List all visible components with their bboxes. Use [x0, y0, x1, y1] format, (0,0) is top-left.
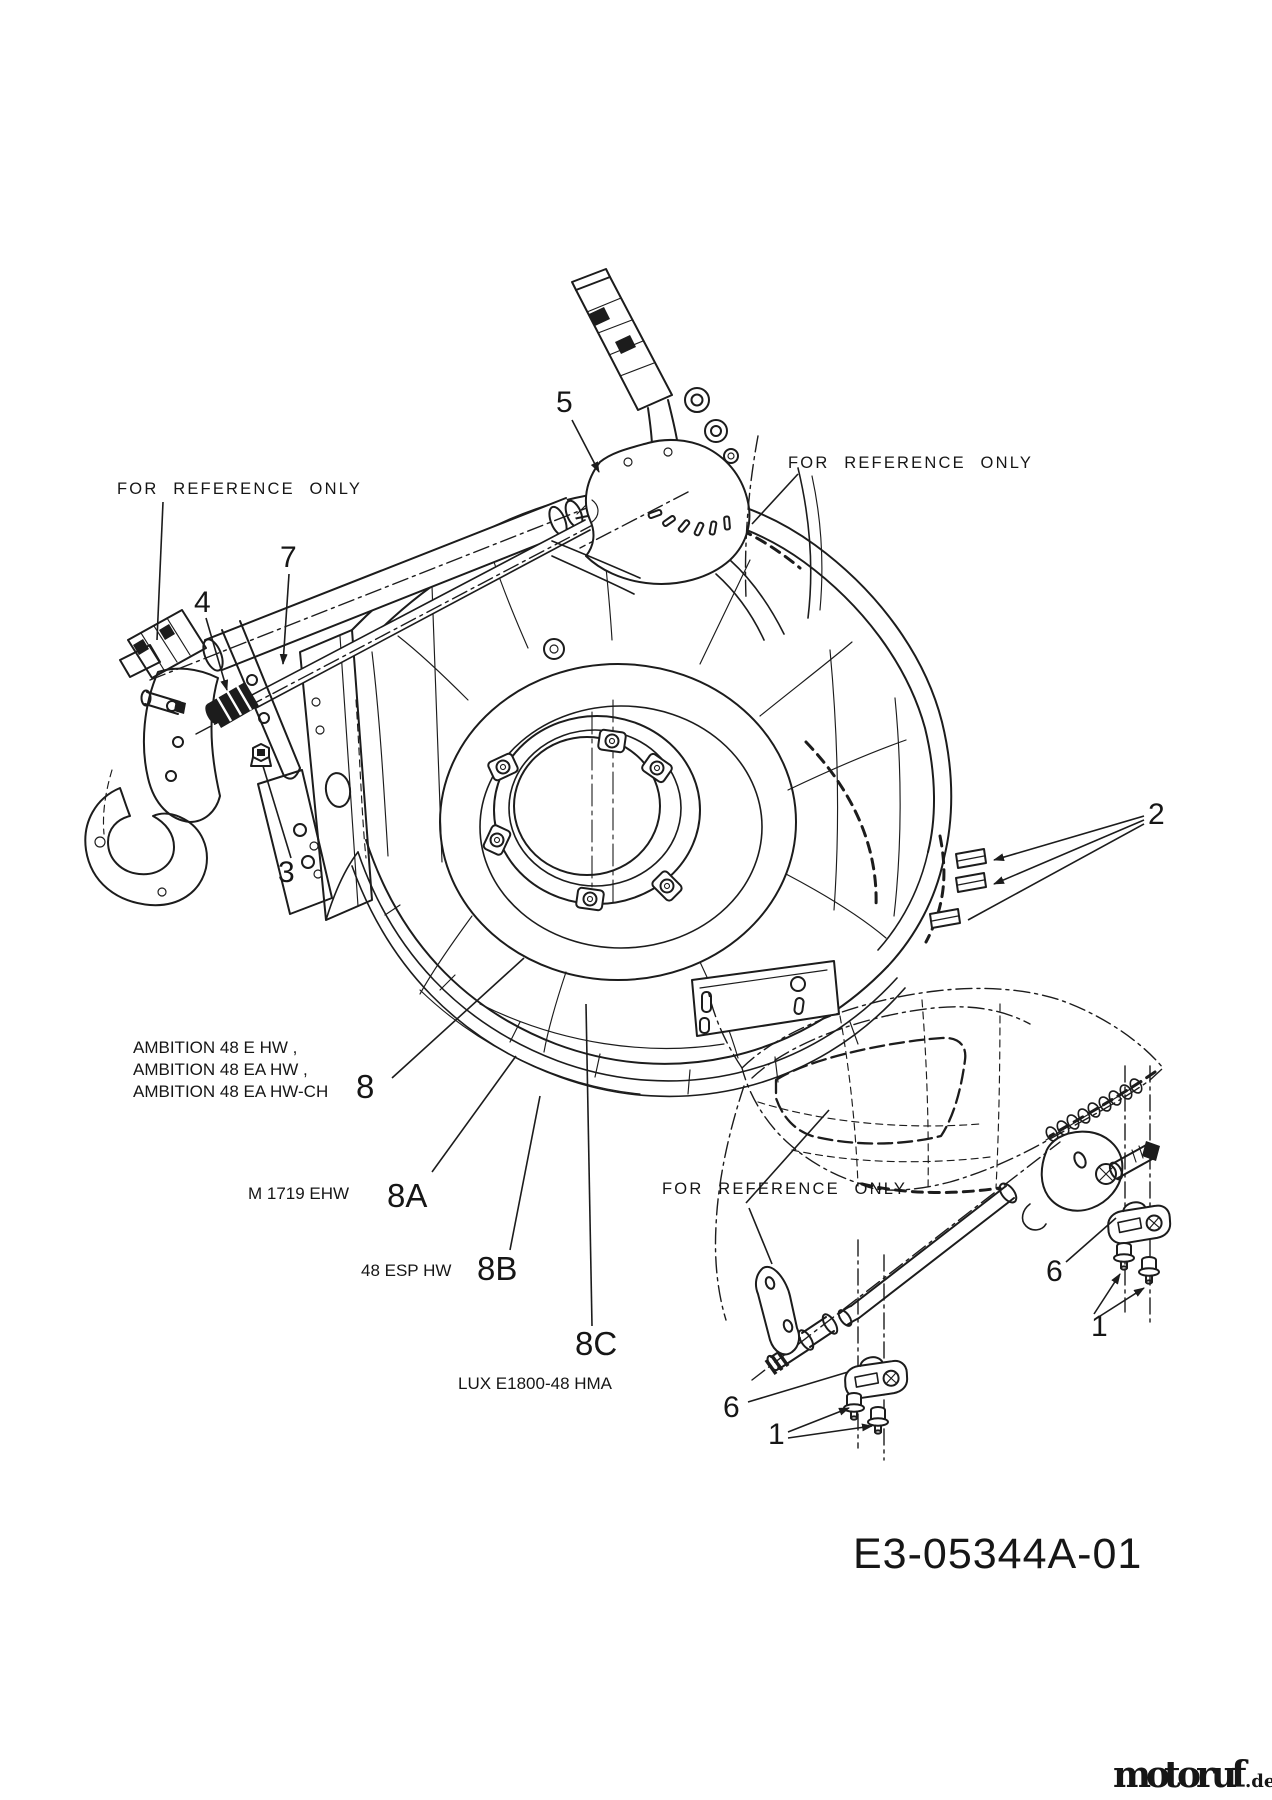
logo-letter-t: t [1164, 1754, 1181, 1796]
clamp-bracket-right [1105, 1198, 1173, 1246]
figure-code: E3-05344A-01 [853, 1530, 1142, 1578]
logo-letter-m: m [1113, 1754, 1151, 1796]
leader-1-right-a [1093, 1273, 1121, 1315]
reference-note-bottom: FOR REFERENCE ONLY [662, 1180, 907, 1198]
leader-1-left-a [787, 1407, 850, 1433]
part-label-7: 7 [280, 541, 297, 574]
leader-2b [993, 819, 1145, 885]
reference-note-left: FOR REFERENCE ONLY [117, 480, 362, 498]
skirt-mount-plate [691, 960, 840, 1037]
leader-2a [993, 815, 1145, 862]
screw-right-2 [1138, 1256, 1160, 1285]
torsion-rod [195, 507, 626, 735]
screw-left-2 [867, 1406, 889, 1435]
leader-ref-bottom-down [748, 1207, 773, 1265]
logo-letter-o1: o [1146, 1754, 1170, 1796]
leader-2c [967, 823, 1145, 921]
leader-8 [391, 957, 525, 1079]
model-lux: LUX E1800-48 HMA [458, 1374, 613, 1393]
leader-5 [571, 419, 600, 473]
part-label-6-right: 6 [1046, 1255, 1063, 1288]
model-ambition-line-3: AMBITION 48 EA HW-CH [133, 1082, 328, 1101]
logo-letter-f: f [1231, 1754, 1249, 1796]
part-label-6-left: 6 [723, 1391, 740, 1424]
deck-side-tabs [929, 848, 987, 929]
side-tab-middle [955, 872, 987, 893]
part-label-8c: 8C [575, 1325, 617, 1362]
motoruf-logo[interactable]: m o t o r u f .de [1113, 1754, 1272, 1796]
part-label-3: 3 [278, 856, 295, 889]
model-ambition-line-2: AMBITION 48 EA HW , [133, 1060, 308, 1079]
part-label-8: 8 [356, 1068, 374, 1105]
pivot-pin [1108, 1141, 1160, 1181]
mower-deck-housing [299, 489, 953, 1098]
flange-nut-part-3 [250, 743, 272, 767]
leader-6-left [747, 1371, 849, 1403]
part-number-labels: 5 7 4 3 2 8 8A 8B 8C 6 1 6 1 [194, 386, 1165, 1451]
reference-notes: FOR REFERENCE ONLY FOR REFERENCE ONLY FO… [117, 454, 1033, 1198]
rear-discharge-flap [707, 987, 1164, 1321]
leader-ref-bottom-up [745, 1109, 830, 1204]
rod-ferrule [797, 1313, 839, 1351]
part-label-5: 5 [556, 386, 573, 419]
part-label-4: 4 [194, 586, 211, 619]
torsion-coil [1045, 1078, 1143, 1142]
leader-8c [585, 1003, 593, 1327]
logo-letter-o2: o [1177, 1754, 1201, 1796]
leader-1-left-b [787, 1423, 873, 1439]
leader-6-right [1065, 1217, 1117, 1263]
screw-right-1 [1113, 1242, 1135, 1271]
logo-suffix: .de [1245, 1771, 1272, 1792]
left-handle-bracket [84, 609, 333, 915]
screw-left-1 [843, 1392, 865, 1421]
leader-ref-top [751, 473, 799, 525]
leader-ref-left [156, 501, 164, 641]
part-label-8a: 8A [387, 1177, 427, 1214]
leader-3 [262, 765, 292, 859]
leader-8a [431, 1055, 517, 1173]
side-tab-lower [929, 908, 961, 929]
reference-note-top: FOR REFERENCE ONLY [788, 454, 1033, 472]
part-label-8b: 8B [477, 1250, 517, 1287]
hinge-rod-assembly [751, 1065, 1173, 1461]
upper-handle-bracket [551, 268, 823, 641]
part-label-1-right: 1 [1091, 1310, 1108, 1343]
handle-cross-tube [149, 486, 641, 681]
leader-7 [279, 573, 290, 665]
logo-letter-u: u [1211, 1754, 1237, 1796]
leader-lines [156, 419, 1145, 1439]
model-m1719: M 1719 EHW [248, 1184, 349, 1203]
side-tab-upper [955, 848, 987, 869]
part-label-2: 2 [1148, 798, 1165, 831]
model-variant-labels: AMBITION 48 E HW , AMBITION 48 EA HW , A… [133, 1038, 613, 1393]
part-label-1-left: 1 [768, 1418, 785, 1451]
leader-4 [205, 617, 229, 691]
model-ambition-line-1: AMBITION 48 E HW , [133, 1038, 297, 1057]
triangle-bracket [754, 1265, 801, 1356]
leader-1-right-b [1096, 1287, 1145, 1319]
logo-letter-r: r [1196, 1754, 1216, 1796]
leader-8b [509, 1095, 541, 1251]
model-48esp: 48 ESP HW [361, 1261, 451, 1280]
